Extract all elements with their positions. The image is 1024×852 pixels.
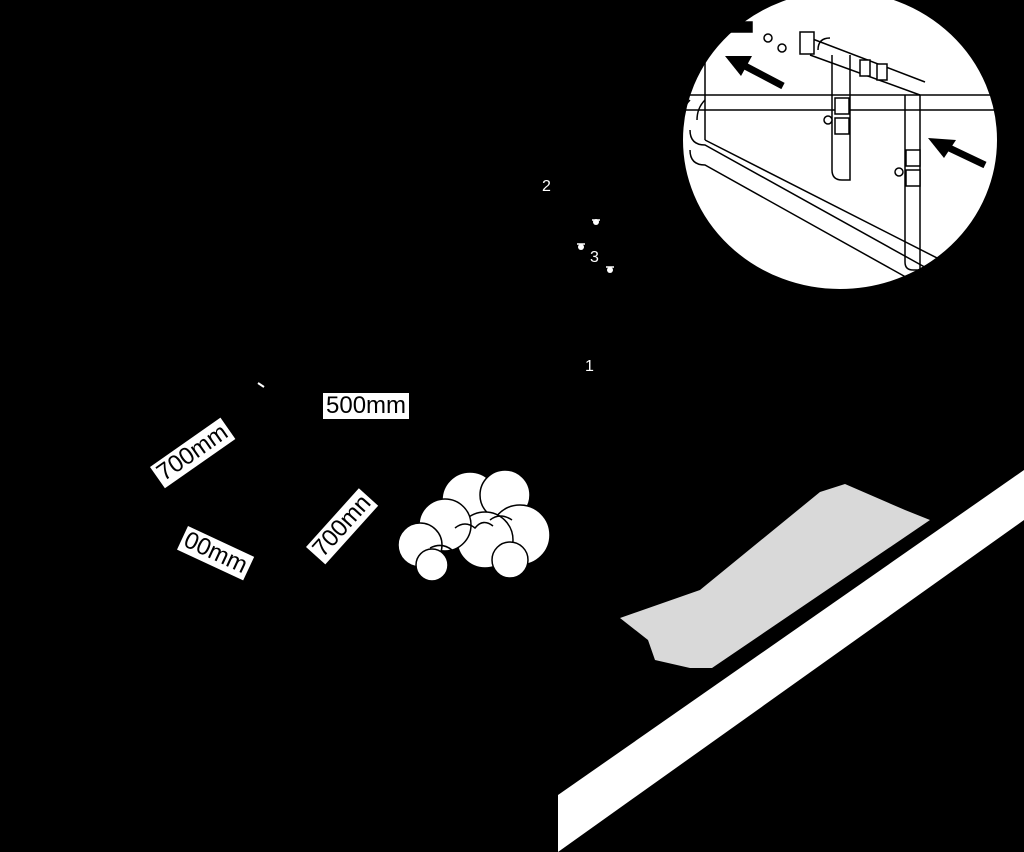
wall-strip — [558, 470, 1024, 852]
arrow-right-icon — [928, 138, 987, 169]
callout-number-2: 2 — [542, 178, 551, 195]
callout-number-1: 1 — [585, 358, 594, 375]
detail-inset-content — [682, 21, 998, 290]
slab-surface — [620, 484, 930, 668]
valve-icon — [729, 21, 921, 187]
dimension-label-500: 500mm — [323, 393, 410, 419]
small-mark-left — [257, 382, 265, 388]
arrow-left-icon — [725, 56, 785, 90]
shrub-icon — [397, 469, 551, 582]
detail-inset-border — [681, 0, 999, 291]
callout-number-3: 3 — [590, 249, 599, 266]
valve-mark-middle — [577, 243, 585, 250]
valve-mark-bottom — [606, 266, 614, 273]
valve-mark-top — [592, 219, 600, 225]
